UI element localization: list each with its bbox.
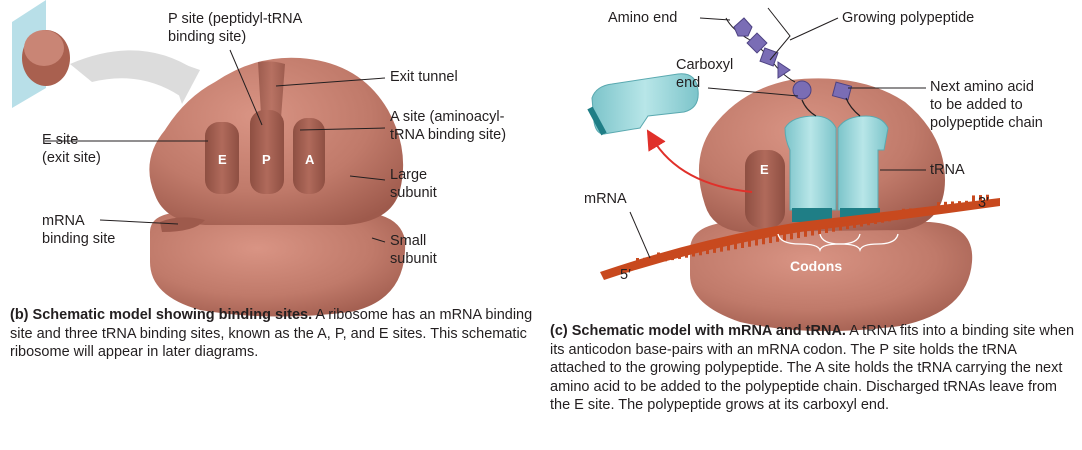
three-prime-label: 3′ [978,195,989,211]
mrna-base [699,246,702,256]
mrna-base [867,215,870,226]
a-site-label: A site (aminoacyl-tRNA binding site) [390,109,507,143]
trna-discharged [587,73,699,136]
mrna-base [734,240,737,250]
mrna-base [657,252,660,263]
mrna-base [664,252,667,262]
mrna-base [720,245,723,252]
leaders-b [45,49,386,243]
mrna-base [797,228,800,239]
mrna-base [650,257,653,264]
mrna-base [951,201,954,210]
mrna-base [832,221,835,232]
mrna-base [888,214,891,222]
mrna-base [937,202,940,213]
growing-polypeptide-label: Growing polypeptide [842,10,975,26]
mrna-base [762,234,765,245]
mrna-base [839,221,842,231]
mrna-base [748,239,751,247]
e-site-label: E site(exit site) [42,132,101,166]
amino-end-label: Amino end [608,10,678,26]
mrna-base [769,234,772,244]
mrna-base [902,208,905,219]
mrna-base [895,214,898,221]
mrna-base [636,258,639,267]
mrna-base [685,251,688,258]
mrna-base [944,201,947,211]
mrna-base [692,246,695,257]
codon-braces [777,233,899,253]
codons-label: Codons [790,258,843,274]
mrna-base [965,200,968,207]
exit-tunnel-label: Exit tunnel [390,69,458,85]
mrna-base [755,239,758,246]
mrna-base [643,257,646,265]
mrna-base [727,240,730,251]
mrna-base [818,227,821,235]
mrna-base [790,233,793,240]
mrna-base [972,195,975,206]
mrna-base [916,208,919,217]
mrna-base [678,251,681,259]
site-letter-p: P [262,152,271,167]
mrna-base [804,227,807,237]
e-site-letter-c: E [760,162,769,177]
inset-arrow [70,50,195,96]
mrna-base [979,195,982,205]
trna-p [784,115,837,222]
mrna-base [811,227,814,236]
mrna-base [825,226,828,233]
mrna-base [671,252,674,261]
mrna-base [986,194,989,203]
site-letter-e: E [218,152,227,167]
mrna-base [923,207,926,215]
trna-label: tRNA [930,162,965,178]
mrna-base [930,207,933,214]
mrna-base [776,233,779,242]
mrna-base [853,220,856,228]
caption-c: (c) Schematic model with mRNA and tRNA. … [550,323,1075,413]
mrna-strand [600,194,1000,280]
mrna-base [909,208,912,218]
mrna-label: mRNA [584,191,627,207]
caption-b: (b) Schematic model showing binding site… [10,307,533,360]
mrna-base [958,201,961,209]
mrna-base [783,233,786,241]
mrna-base [846,221,849,230]
polypeptide [725,17,861,117]
mrna-base [874,214,877,224]
mrna-base [706,246,709,255]
five-prime-label: 5′ [620,267,631,283]
mrna-base [713,245,716,253]
leaders-c [629,7,926,259]
mrna-base [860,220,863,227]
site-letter-a: A [305,152,315,167]
ribosome-b [149,57,406,317]
inset-ribosome [12,0,200,108]
mrna-base [881,214,884,223]
exit-arrow [646,129,753,193]
mrna-base [741,239,744,248]
